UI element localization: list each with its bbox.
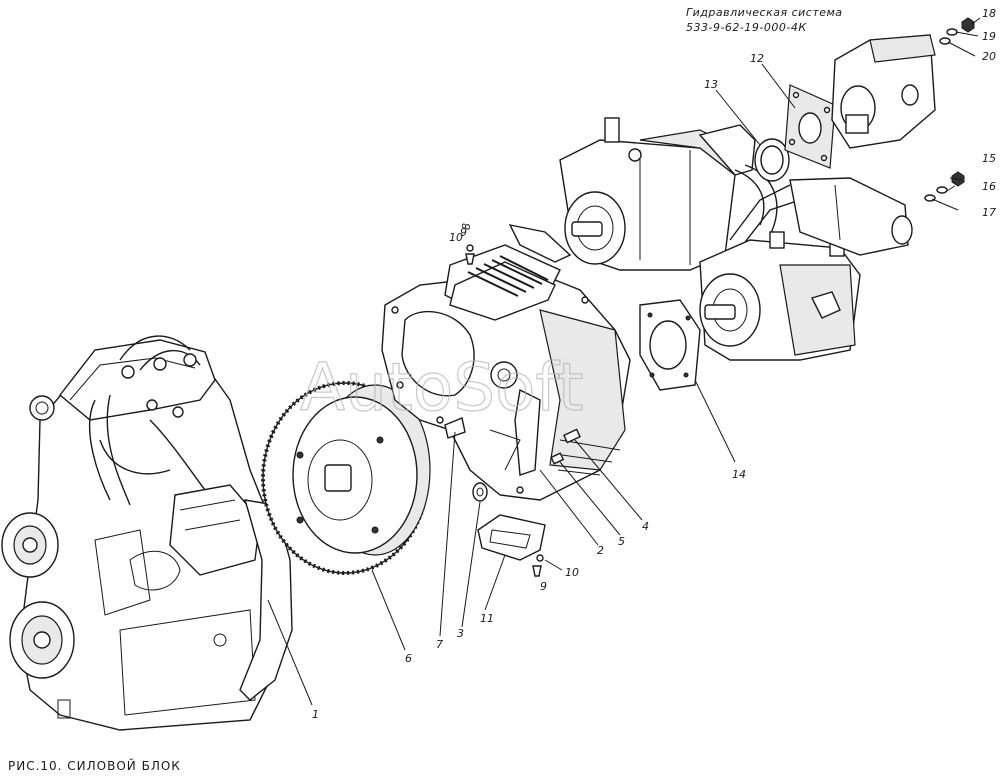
gear-pump-gasket [784,84,836,169]
leader-lines [267,17,981,706]
callout-16: 16 [982,180,996,193]
callout-12: 12 [750,52,764,65]
figure-caption: РИС.10. СИЛОВОЙ БЛОК [8,758,181,773]
callout-17: 17 [982,206,996,219]
callout-11: 11 [480,612,494,625]
callout-15: 15 [982,152,996,165]
ribbed-cover [467,255,549,297]
callout-2: 2 [597,544,604,557]
gear-pump [831,34,936,149]
system-code: 533-9-62-19-000-4К [686,21,807,34]
callout-1: 1 [312,708,319,721]
callout-10-bottom: 10 [565,566,579,579]
callout-4: 4 [642,520,649,533]
system-title: Гидравлическая система [686,6,843,19]
callout-20: 20 [982,50,996,63]
hydraulic-pump-lower [699,231,861,361]
seal-ring [754,138,790,182]
callout-10-top: 10 [449,231,463,244]
bushing [472,482,488,502]
callout-7: 7 [436,638,443,651]
callout-9-top: 9 [460,226,467,239]
fasteners [924,17,975,202]
callout-14: 14 [732,468,746,481]
connecting-pipes [729,164,801,256]
callout-13: 13 [704,78,718,91]
housing-studs [550,428,581,465]
callout-5: 5 [618,535,625,548]
engine-block [1,335,293,731]
flywheel [261,381,431,575]
top-bolt [465,244,475,265]
hydraulic-pump-upper [559,117,756,271]
cover-plate [477,514,546,577]
callout-6: 6 [405,652,412,665]
callout-3: 3 [457,627,464,640]
hydraulic-cylinder [789,177,913,256]
pump-gasket [639,299,701,391]
callout-19: 19 [982,30,996,43]
callout-18: 18 [982,7,996,20]
callout-9-bottom: 9 [540,580,547,593]
callout-8: 8 [460,223,473,230]
watermark: AutoSoft [300,349,583,426]
dowel-pin [444,417,466,439]
